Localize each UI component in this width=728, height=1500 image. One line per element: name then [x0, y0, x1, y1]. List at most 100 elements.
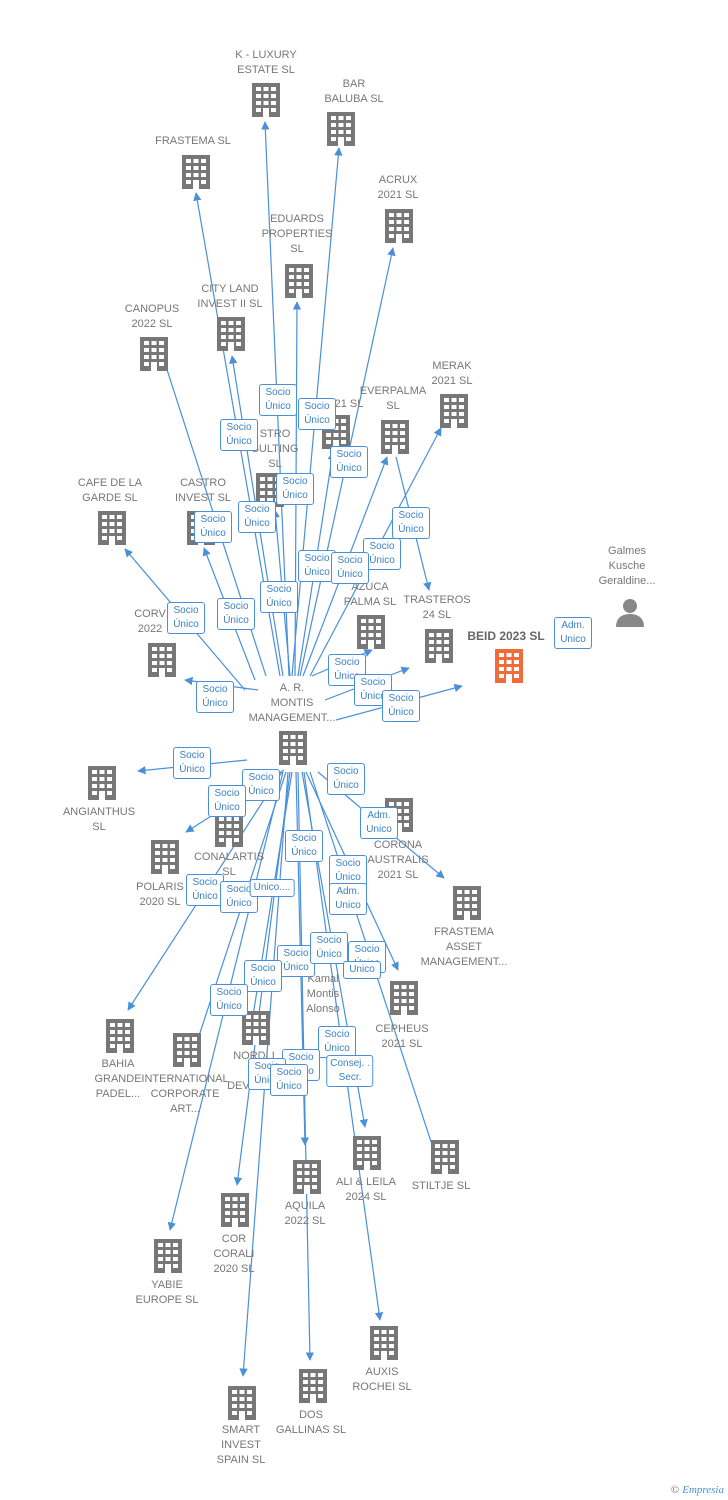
relation-badge[interactable]: Socio Único — [238, 501, 276, 533]
relation-badge[interactable]: Socio Único — [244, 960, 282, 992]
relation-badge[interactable]: Socio Único — [220, 419, 258, 451]
building-icon[interactable] — [299, 1369, 327, 1403]
building-icon[interactable] — [440, 394, 468, 428]
building-icon[interactable] — [228, 1386, 256, 1420]
building-icon[interactable] — [252, 83, 280, 117]
node-label-x2021[interactable]: 21 SL — [334, 398, 364, 410]
relation-badge[interactable]: Socio Único — [259, 384, 297, 416]
building-icon[interactable] — [154, 1239, 182, 1273]
node-label-city-land[interactable]: CITY LAND INVEST II SL — [197, 283, 263, 310]
node-label-corvus[interactable]: CORV 2022 — [134, 608, 166, 635]
building-icon[interactable] — [385, 209, 413, 243]
building-icon[interactable] — [215, 813, 243, 847]
relation-badge[interactable]: Socio Único — [318, 1026, 356, 1058]
relation-badge[interactable]: Socio Único — [330, 446, 368, 478]
relation-badge[interactable]: Adm. Unico — [554, 617, 592, 649]
node-label-cepheus[interactable]: CEPHEUS 2021 SL — [375, 1023, 429, 1050]
node-label-stiltje[interactable]: STILTJE SL — [411, 1180, 471, 1192]
relation-badge[interactable]: Socio Único — [242, 769, 280, 801]
relation-badge[interactable]: Unico.... — [249, 879, 295, 897]
node-label-cafe-garde[interactable]: CAFE DE LA GARDE SL — [77, 477, 143, 504]
node-label-polaris[interactable]: POLARIS 2020 SL — [136, 881, 184, 908]
building-icon[interactable] — [279, 731, 307, 765]
relation-badge[interactable]: Socio Único — [331, 552, 369, 584]
relation-badge[interactable]: Socio Único — [217, 598, 255, 630]
building-icon[interactable] — [495, 649, 523, 683]
node-label-azuca[interactable]: AZUCA PALMA SL — [343, 581, 397, 608]
node-label-cor-corali[interactable]: COR CORALI 2020 SL — [213, 1233, 255, 1275]
node-label-ali-leila[interactable]: ALI & LEILA 2024 SL — [336, 1176, 396, 1203]
node-label-bahia[interactable]: BAHIA GRANDE PADEL... — [94, 1058, 142, 1100]
relation-badge[interactable]: Adm. Unico — [329, 883, 367, 915]
building-icon[interactable] — [140, 337, 168, 371]
building-icon[interactable] — [106, 1019, 134, 1053]
relation-badge[interactable]: Socio Único — [327, 763, 365, 795]
person-icon[interactable] — [616, 599, 644, 627]
building-icon[interactable] — [431, 1140, 459, 1174]
node-label-canopus[interactable]: CANOPUS 2022 SL — [124, 303, 180, 330]
relation-badge[interactable]: Socio Único — [194, 511, 232, 543]
footer-brand[interactable]: ©Empresia — [671, 1484, 724, 1496]
relation-badge[interactable]: Socio Único — [382, 690, 420, 722]
relation-badge[interactable]: Socio Único — [276, 473, 314, 505]
building-icon[interactable] — [353, 1136, 381, 1170]
relation-badge[interactable]: Socio Único — [260, 581, 298, 613]
node-label-acrux[interactable]: ACRUX 2021 SL — [377, 174, 419, 201]
relation-badge[interactable]: Adm. Unico — [360, 807, 398, 839]
node-label-angianthus[interactable]: ANGIANTHUS SL — [62, 806, 136, 833]
relation-badge[interactable]: Socio Único — [173, 747, 211, 779]
building-icon[interactable] — [327, 112, 355, 146]
relation-badge[interactable]: Socio Único — [392, 507, 430, 539]
node-label-trasteros[interactable]: TRASTEROS 24 SL — [403, 594, 471, 621]
node-label-yabie[interactable]: YABIE EUROPE SL — [135, 1279, 199, 1306]
building-icon[interactable] — [242, 1011, 270, 1045]
node-label-auxis[interactable]: AUXIS ROCHEI SL — [352, 1366, 412, 1393]
building-icon[interactable] — [98, 511, 126, 545]
node-label-conalartis[interactable]: CONALARTIS SL — [193, 851, 265, 878]
relation-badge[interactable]: Socio Único — [210, 984, 248, 1016]
relation-badge[interactable]: Socio Único — [270, 1064, 308, 1096]
building-icon[interactable] — [425, 629, 453, 663]
building-icon[interactable] — [370, 1326, 398, 1360]
building-icon[interactable] — [151, 840, 179, 874]
node-label-montis[interactable]: A. R. MONTIS MANAGEMENT... — [248, 682, 336, 724]
building-icon[interactable] — [293, 1160, 321, 1194]
node-label-intl[interactable]: INTERNATIONAL CORPORATE ART... — [141, 1073, 229, 1115]
relation-badge[interactable]: Socio Único — [196, 681, 234, 713]
relation-badge[interactable]: Socio Único — [298, 398, 336, 430]
building-icon[interactable] — [453, 886, 481, 920]
building-icon[interactable] — [173, 1033, 201, 1067]
node-label-k-luxury[interactable]: K - LUXURY ESTATE SL — [235, 49, 297, 76]
relation-badge[interactable]: Socio Único — [208, 785, 246, 817]
node-label-everpalma[interactable]: EVERPALMA SL — [359, 385, 427, 412]
node-label-merak[interactable]: MERAK 2021 SL — [431, 360, 473, 387]
relation-badge[interactable]: Socio Único — [310, 932, 348, 964]
building-icon[interactable] — [357, 615, 385, 649]
node-label-frastema[interactable]: FRASTEMA SL — [155, 135, 231, 147]
building-icon[interactable] — [148, 643, 176, 677]
relation-badge[interactable]: Consej. . Secr. — [326, 1055, 374, 1087]
node-label-castro-consulting[interactable]: STRO SULTING SL — [251, 428, 299, 470]
node-label-galmes[interactable]: Galmes Kusche Geraldine... — [598, 545, 656, 587]
building-icon[interactable] — [88, 766, 116, 800]
building-icon[interactable] — [221, 1193, 249, 1227]
node-label-corona[interactable]: CORONA AUSTRALIS 2021 SL — [367, 839, 429, 881]
relation-badge[interactable]: Socio Único — [298, 550, 336, 582]
building-icon[interactable] — [182, 155, 210, 189]
relation-badge[interactable]: Unico — [343, 961, 381, 979]
relation-badge[interactable]: Socio Único — [167, 602, 205, 634]
node-label-bar-baluba[interactable]: BAR BALUBA SL — [324, 78, 384, 105]
relation-badge[interactable]: Socio Único — [285, 830, 323, 862]
building-icon[interactable] — [390, 981, 418, 1015]
building-icon[interactable] — [285, 264, 313, 298]
node-label-eduards[interactable]: EDUARDS PROPERTIES SL — [261, 213, 333, 255]
node-label-kamal[interactable]: Kamal Montis Alonso — [306, 973, 340, 1015]
node-label-smart-invest[interactable]: SMART INVEST SPAIN SL — [216, 1424, 266, 1466]
node-label-frastema-am[interactable]: FRASTEMA ASSET MANAGEMENT... — [420, 926, 508, 968]
relation-badge[interactable]: Socio Único — [186, 874, 224, 906]
node-label-castro-invest[interactable]: CASTRO INVEST SL — [174, 477, 232, 504]
building-icon[interactable] — [381, 420, 409, 454]
relation-badge[interactable]: Socio Único — [329, 855, 367, 887]
building-icon[interactable] — [217, 317, 245, 351]
node-label-beid[interactable]: BEID 2023 SL — [467, 629, 545, 643]
